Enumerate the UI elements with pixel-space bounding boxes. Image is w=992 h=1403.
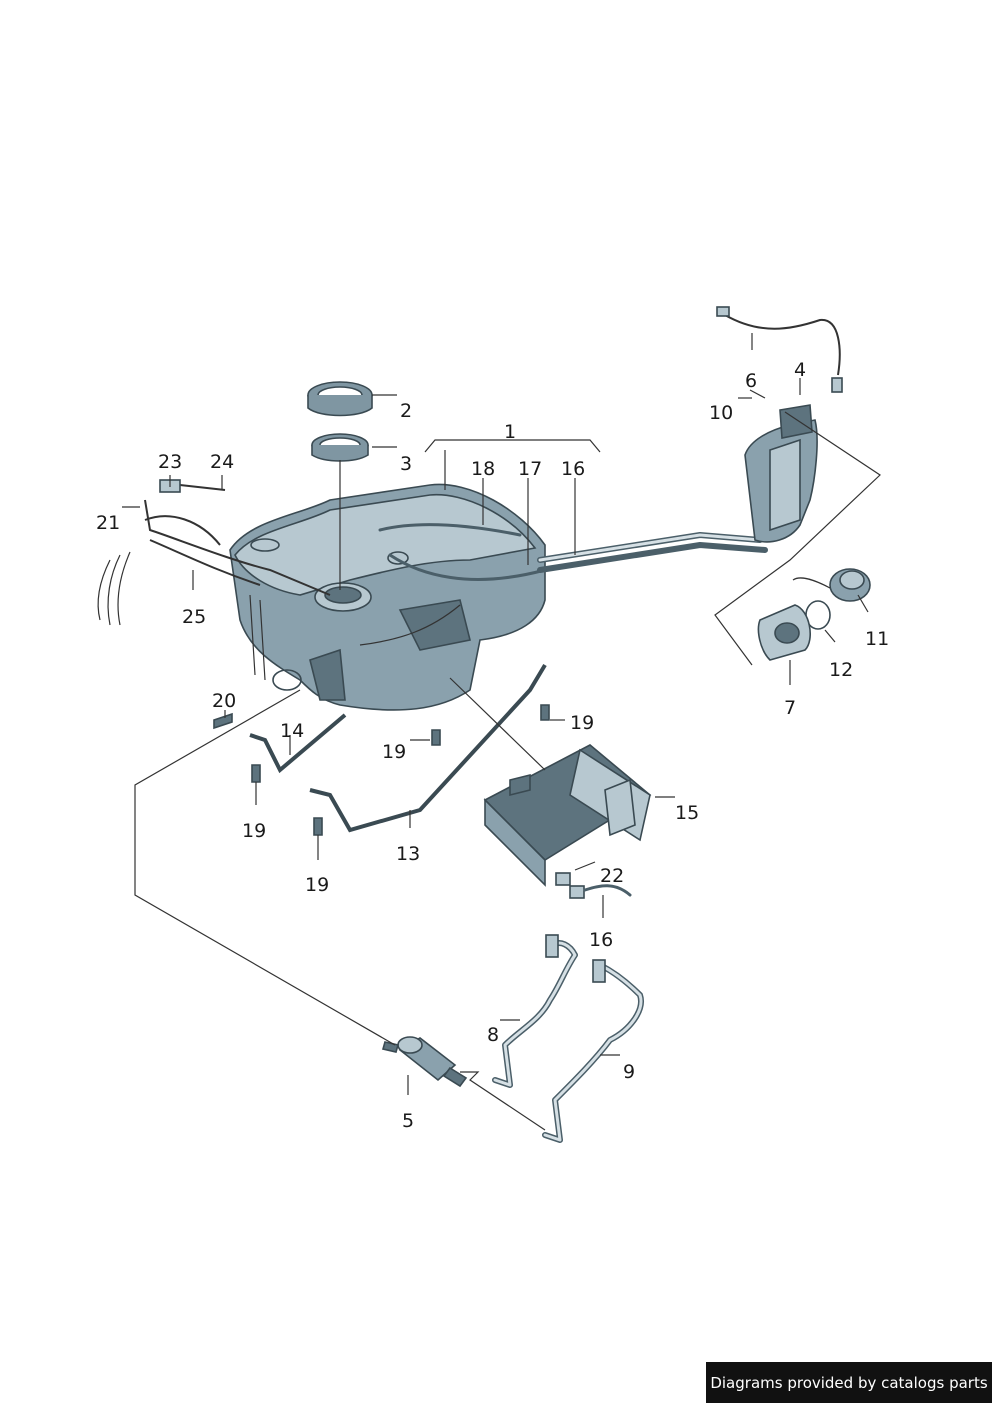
label-3: 3 xyxy=(400,453,412,475)
vent-connector xyxy=(555,872,632,899)
seal-ring xyxy=(311,433,369,462)
footer-credit: Diagrams provided by catalogs parts xyxy=(706,1362,992,1403)
label-10: 10 xyxy=(709,402,733,424)
fuel-hose xyxy=(492,934,644,1143)
label-25: 25 xyxy=(182,606,206,628)
label-4: 4 xyxy=(794,359,806,381)
label-8: 8 xyxy=(487,1024,499,1046)
label-9: 9 xyxy=(623,1061,635,1083)
label-18: 18 xyxy=(471,458,495,480)
label-20: 20 xyxy=(212,690,236,712)
label-19b: 19 xyxy=(382,741,406,763)
fuel-cap xyxy=(792,568,871,602)
fuel-lines xyxy=(97,479,547,681)
label-23: 23 xyxy=(158,451,182,473)
label-19d: 19 xyxy=(305,874,329,896)
label-19c: 19 xyxy=(242,820,266,842)
label-7: 7 xyxy=(784,697,796,719)
label-16b: 16 xyxy=(589,929,613,951)
label-16a: 16 xyxy=(561,458,585,480)
label-5: 5 xyxy=(402,1110,414,1132)
filler-neck xyxy=(537,404,818,573)
label-13: 13 xyxy=(396,843,420,865)
wiring-harness xyxy=(716,306,843,393)
label-17: 17 xyxy=(518,458,542,480)
label-19a: 19 xyxy=(570,712,594,734)
label-24: 24 xyxy=(210,451,234,473)
fuel-filter xyxy=(381,1036,468,1088)
label-11: 11 xyxy=(865,628,889,650)
locking-ring xyxy=(307,381,373,417)
label-12: 12 xyxy=(829,659,853,681)
fuel-tank xyxy=(229,483,546,711)
label-22: 22 xyxy=(600,865,624,887)
label-2: 2 xyxy=(400,400,412,422)
label-15: 15 xyxy=(675,802,699,824)
leader-lines xyxy=(122,333,869,1095)
label-6: 6 xyxy=(745,370,757,392)
label-21: 21 xyxy=(96,512,120,534)
filler-housing xyxy=(757,604,811,661)
bolt-icon xyxy=(213,704,550,836)
tank-strap xyxy=(249,663,547,833)
label-14: 14 xyxy=(280,720,304,742)
label-1: 1 xyxy=(504,421,516,443)
carbon-canister xyxy=(483,744,652,887)
